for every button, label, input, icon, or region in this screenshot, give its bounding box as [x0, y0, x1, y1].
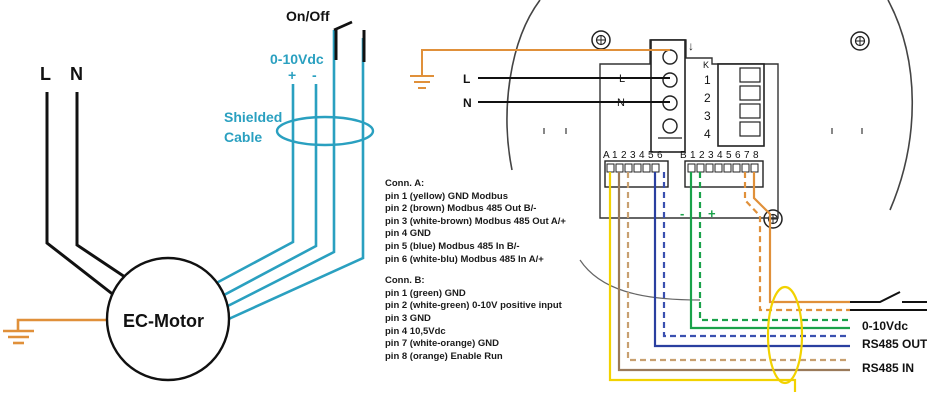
left-wire-earth — [16, 318, 131, 330]
term-label-L: L — [619, 73, 625, 85]
strip-b-pin-8: 8 — [753, 150, 759, 161]
signal-minus-label: - — [312, 67, 317, 83]
conn-a-line: pin 2 (brown) Modbus 485 Out B/- — [385, 203, 537, 215]
left-wire-N — [75, 92, 129, 281]
wire-a6-white-blue — [662, 172, 850, 338]
wire-a3-white-brown — [626, 172, 850, 362]
screw-icon — [850, 31, 870, 51]
onoff-switch-blade — [333, 20, 353, 32]
strip-b-pin-4: 4 — [717, 150, 723, 161]
k-pin-label-2: 2 — [704, 91, 711, 105]
k-pin-2 — [739, 85, 761, 101]
enable-switch — [850, 291, 927, 311]
k-label: K — [703, 60, 709, 70]
connector-notes: Conn. A: pin 1 (yellow) GND Modbus pin 2… — [385, 178, 566, 363]
strip-b-pin-3: 3 — [708, 150, 714, 161]
signal-plus-label: + — [288, 67, 296, 83]
conn-b-line: pin 8 (orange) Enable Run — [385, 350, 503, 362]
signal-label: 0-10Vdc — [270, 51, 324, 67]
wire-a5-blue — [653, 172, 850, 348]
strip-a-pin-2: 2 — [621, 150, 627, 161]
strip-b-plus: + — [708, 206, 716, 221]
left-wire-signal-minus — [208, 84, 318, 305]
right-label-N: N — [463, 96, 472, 110]
shield-ring-yellow — [766, 285, 804, 385]
out-label-rs485-out: RS485 OUT — [862, 337, 927, 351]
strip-b-pin-1: 1 — [690, 150, 696, 161]
wire-a1-yellow — [608, 172, 797, 392]
down-arrow-icon: ↓ — [688, 39, 694, 53]
conn-b-title: Conn. B: — [385, 275, 425, 287]
conn-a-line: pin 5 (blue) Modbus 485 In B/- — [385, 240, 520, 252]
left-wire-signal-plus — [206, 84, 295, 290]
k-pin-label-4: 4 — [704, 127, 711, 141]
left-label-N: N — [70, 64, 83, 84]
screw-icon — [763, 209, 783, 229]
pcb-outline — [599, 39, 779, 219]
strip-a-pin-6: 6 — [657, 150, 663, 161]
left-wire-onoff-1 — [213, 30, 336, 315]
strip-b-pin-2: 2 — [699, 150, 705, 161]
wire-b7-white-orange — [743, 172, 850, 312]
left-wire-L — [45, 92, 116, 298]
notes-spacer — [385, 266, 566, 275]
conn-b-line: pin 1 (green) GND — [385, 287, 466, 299]
conn-b-line: pin 7 (white-orange) GND — [385, 338, 499, 350]
k-pin-3 — [739, 103, 761, 119]
power-terminal-screw — [662, 118, 678, 134]
strip-a-pin-1: 1 — [612, 150, 618, 161]
housing-lower — [579, 259, 701, 301]
right-wire-earth — [421, 49, 670, 76]
strip-a-pin-3: 3 — [630, 150, 636, 161]
shielded-label-1: Shielded — [224, 109, 282, 125]
motor-label: EC-Motor — [123, 311, 204, 331]
k-pin-1 — [739, 67, 761, 83]
conn-b-line: pin 3 GND — [385, 312, 431, 324]
conn-b-line: pin 4 10,5Vdc — [385, 325, 446, 337]
ec-motor-circle — [105, 256, 231, 382]
power-terminal-screw — [662, 72, 678, 88]
wire-b8-orange — [752, 172, 850, 304]
strip-b-pin-7: 7 — [744, 150, 750, 161]
right-label-L: L — [463, 72, 470, 86]
out-label-010: 0-10Vdc — [862, 319, 908, 333]
wire-a2-brown — [617, 172, 850, 372]
k-pin-label-1: 1 — [704, 73, 711, 87]
out-label-rs485-in: RS485 IN — [862, 361, 914, 375]
strip-b-label: B — [680, 150, 687, 161]
conn-a-title: Conn. A: — [385, 178, 425, 189]
term-label-N: N — [617, 97, 625, 109]
strip-a-pin-4: 4 — [639, 150, 645, 161]
left-wire-onoff-2 — [221, 38, 365, 324]
screw-icon — [591, 30, 611, 50]
onoff-label: On/Off — [286, 8, 330, 24]
conn-a-line: pin 4 GND — [385, 228, 431, 240]
k-pin-4 — [739, 121, 761, 137]
shielded-cable-ring — [275, 115, 375, 147]
wire-b1-green — [689, 172, 850, 330]
conn-a-line: pin 1 (yellow) GND Modbus — [385, 190, 508, 202]
k-pin-label-3: 3 — [704, 109, 711, 123]
power-terminal-screw — [662, 49, 678, 65]
strip-b-pin-holes — [687, 163, 759, 173]
shielded-label-2: Cable — [224, 129, 262, 145]
strip-b-pin-6: 6 — [735, 150, 741, 161]
strip-b-minus: - — [680, 206, 684, 221]
conn-b-line: pin 2 (white-green) 0-10V positive input — [385, 300, 562, 312]
strip-a-label: A — [603, 150, 610, 161]
strip-a-pin-5: 5 — [648, 150, 654, 161]
conn-a-line: pin 6 (white-blu) Modbus 485 In A/+ — [385, 253, 544, 265]
strip-b-pin-5: 5 — [726, 150, 732, 161]
left-label-L: L — [40, 64, 51, 84]
conn-a-line: pin 3 (white-brown) Modbus 485 Out A/+ — [385, 215, 566, 227]
